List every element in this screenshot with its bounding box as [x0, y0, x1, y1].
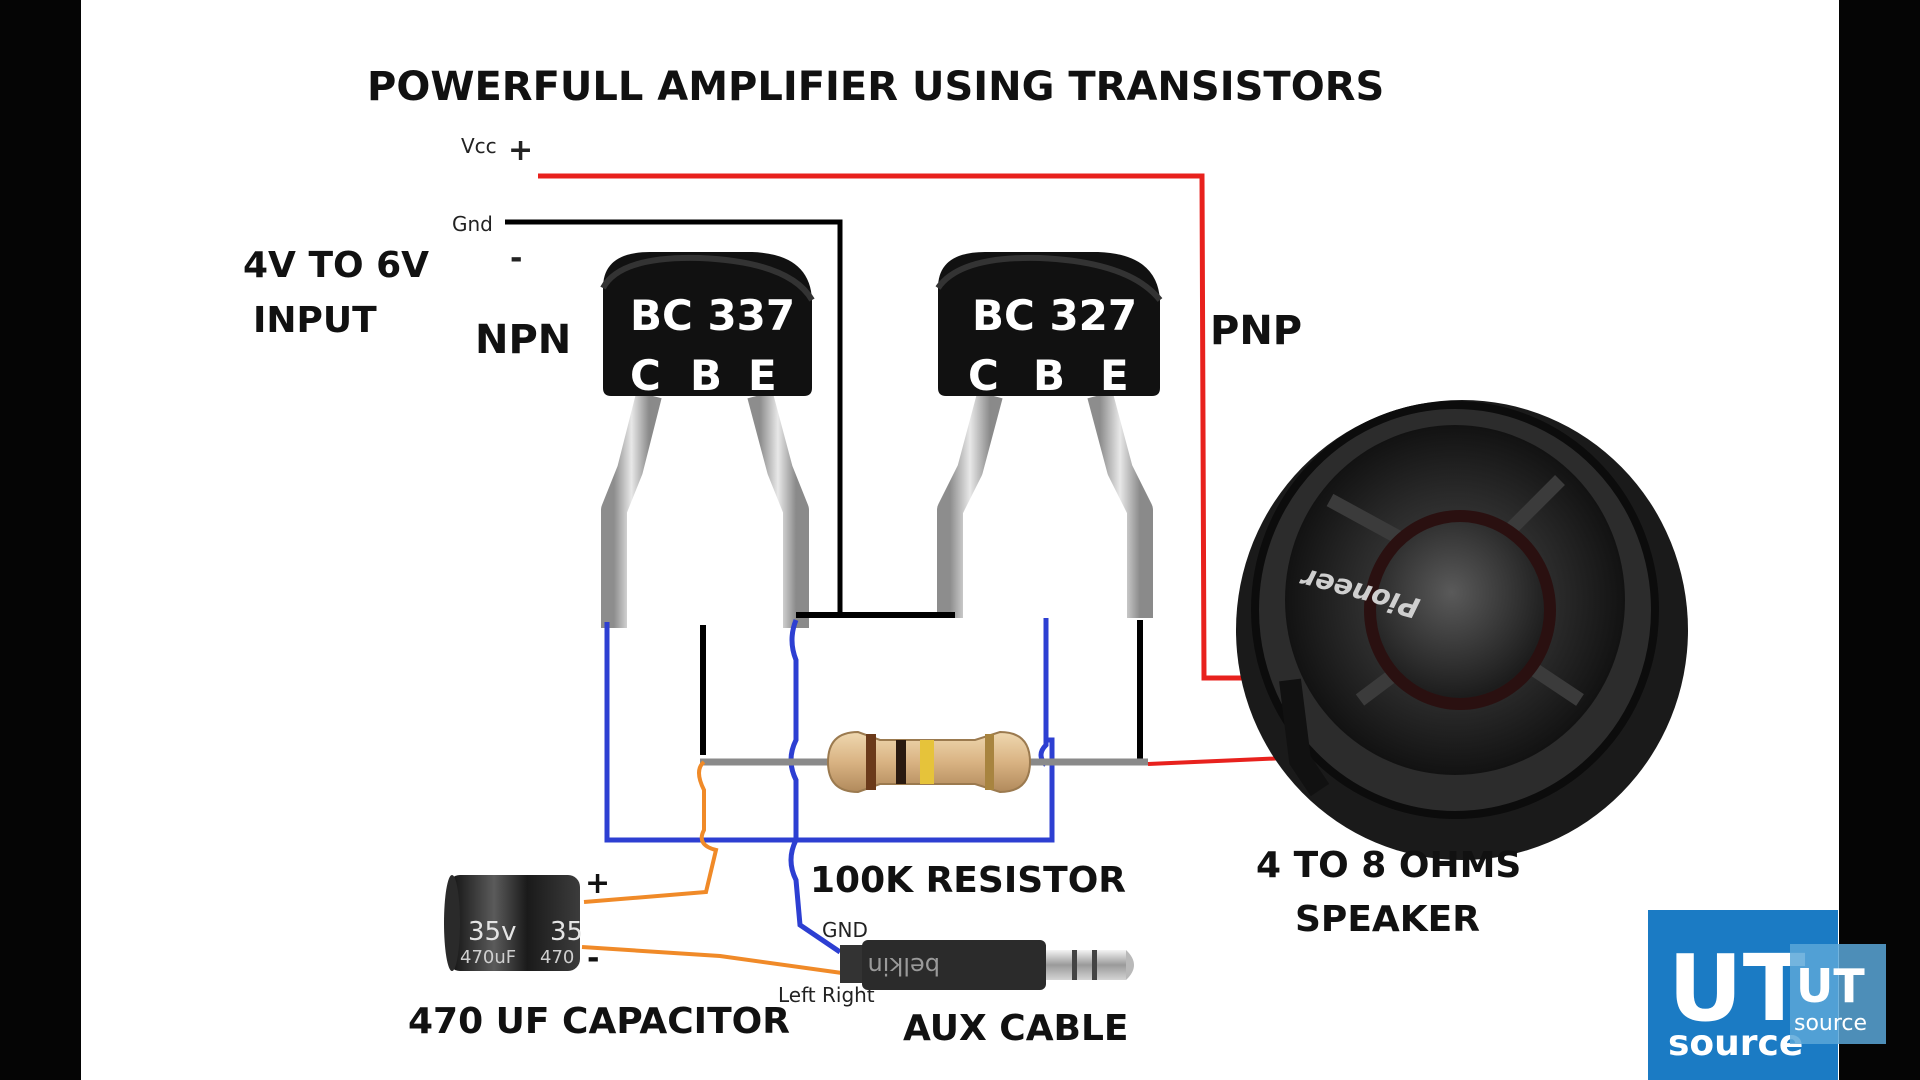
- watermark-small-box: [1790, 944, 1886, 1044]
- capacitor-minus-sign: -: [587, 941, 599, 976]
- capacitor-value-text-2: 470: [540, 947, 574, 968]
- watermark-small-source: source: [1794, 1011, 1867, 1036]
- aux-left-right-label: Left Right: [778, 983, 875, 1007]
- npn-part-number: BC 337: [630, 291, 795, 340]
- utsource-watermark: UT source UT source: [1648, 910, 1886, 1080]
- capacitor-value-text: 470uF: [460, 947, 516, 968]
- resistor-label: 100K RESISTOR: [810, 860, 1126, 901]
- npn-pin-c: C: [630, 351, 661, 400]
- watermark-ut: UT: [1668, 935, 1806, 1042]
- resistor-band-yellow: [920, 740, 934, 784]
- cap-negative-wire: [581, 945, 843, 975]
- pnp-part-number: BC 327: [972, 291, 1137, 340]
- aux-plug-ring-1: [1072, 950, 1077, 980]
- input-voltage-label: 4V TO 6V: [243, 245, 429, 286]
- aux-cable-label: AUX CABLE: [903, 1008, 1129, 1049]
- npn-body: [603, 252, 812, 396]
- input-label: INPUT: [253, 300, 377, 341]
- aux-cable-stub: [840, 945, 864, 983]
- npn-collector-leg: [601, 391, 662, 628]
- gnd-label: Gnd: [452, 212, 493, 236]
- aux-plug-housing: [862, 940, 1046, 990]
- pnp-transistor: BC 327 C B E PNP: [935, 252, 1302, 618]
- collector-blue-wire: [604, 618, 1055, 843]
- pnp-base-blue-wire: [1038, 620, 1049, 767]
- pnp-body-highlight: [935, 254, 1163, 302]
- vcc-plus-sign: +: [508, 133, 533, 168]
- gnd-wire: [505, 219, 843, 615]
- resistor-band-black: [896, 740, 906, 784]
- watermark-small-ut: UT: [1796, 959, 1865, 1013]
- pnp-type-label: PNP: [1210, 308, 1302, 354]
- capacitor-voltage-text-2: 35: [550, 917, 583, 947]
- capacitor-plus-sign: +: [585, 866, 610, 901]
- capacitor-470uf: 35v 35 470uF 470 + - 470 UF CAPACITOR: [408, 866, 790, 1042]
- aux-cable: GND Left Right belkin AUX CABLE: [778, 918, 1134, 1049]
- speaker: Pioneer 4 TO 8 OHMS SPEAKER: [1236, 400, 1688, 940]
- pnp-pin-c: C: [968, 351, 999, 400]
- pnp-pin-e: E: [1100, 351, 1129, 400]
- diagram-title: POWERFULL AMPLIFIER USING TRANSISTORS: [367, 64, 1384, 110]
- speaker-dust-cap: [1376, 522, 1544, 698]
- npn-transistor: BC 337 C B E NPN: [475, 252, 815, 628]
- npn-pin-b: B: [690, 351, 722, 400]
- resistor-100k: [826, 730, 1032, 794]
- capacitor-end: [444, 875, 460, 971]
- pnp-collector-leg: [937, 391, 1003, 618]
- capacitor-body: [448, 875, 580, 971]
- watermark-source: source: [1668, 1023, 1803, 1064]
- npn-pin-e: E: [748, 351, 777, 400]
- letterbox-right: [1839, 0, 1920, 1080]
- aux-plug-ring-2: [1092, 950, 1097, 980]
- cap-positive-wire: [583, 760, 719, 904]
- pnp-emitter-leg: [1087, 391, 1153, 618]
- emitter-to-gnd-blue-wire: [788, 619, 842, 955]
- capacitor-label: 470 UF CAPACITOR: [408, 1001, 790, 1042]
- vcc-label: Vcc: [461, 134, 497, 158]
- resistor-band-brown-1: [866, 734, 876, 790]
- npn-body-highlight: [600, 254, 815, 302]
- capacitor-voltage-text: 35v: [468, 917, 516, 947]
- speaker-frame-side: [1279, 678, 1330, 797]
- speaker-ohms-label: 4 TO 8 OHMS: [1256, 845, 1521, 886]
- pnp-body: [938, 252, 1160, 396]
- aux-plug-shaft: [1046, 950, 1126, 980]
- npn-emitter-leg: [747, 391, 809, 628]
- aux-brand-text: belkin: [868, 952, 940, 980]
- resistor-band-gold: [985, 734, 994, 790]
- letterbox-left: [0, 0, 81, 1080]
- npn-type-label: NPN: [475, 317, 571, 363]
- aux-plug-tip: [1126, 950, 1134, 980]
- speaker-label: SPEAKER: [1295, 899, 1480, 940]
- aux-gnd-label: GND: [822, 918, 868, 942]
- gnd-minus-sign: -: [510, 241, 522, 276]
- pnp-pin-b: B: [1033, 351, 1065, 400]
